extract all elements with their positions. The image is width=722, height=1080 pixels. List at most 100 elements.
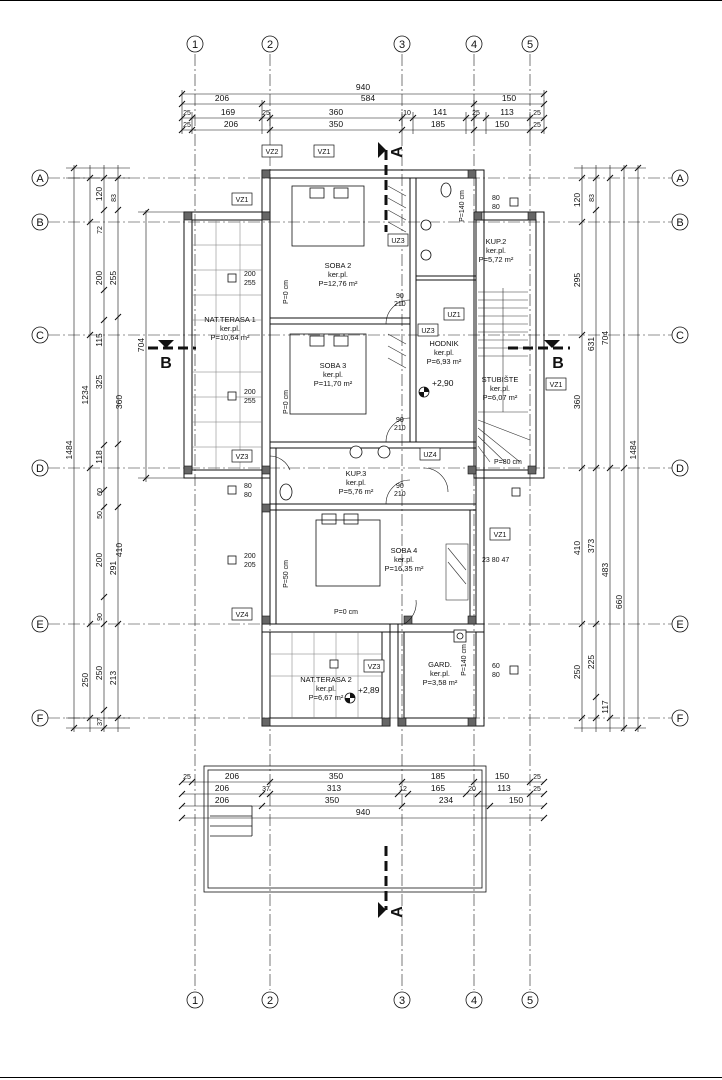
dimension-text-right: 120 83 295 360 410 373 483 250 225 117 6… <box>572 193 638 714</box>
tag-vz4: VZ4 <box>236 612 249 619</box>
dim-bot-150a: 150 <box>495 771 509 781</box>
column-block-11 <box>467 615 477 625</box>
column-block-15 <box>467 717 477 727</box>
column-block-13 <box>381 717 391 727</box>
axis-bubble-row-A-left: A <box>31 169 49 187</box>
room-gard-floor: ker.pl. <box>430 669 450 678</box>
dim-top-206: 206 <box>215 93 229 103</box>
lower-plan-outline <box>203 765 487 893</box>
section-a-top-label: A <box>389 146 406 158</box>
svg-text:B: B <box>676 217 683 229</box>
terrace-1-tiles <box>192 220 262 470</box>
axis-bubble-col-4-bottom: 4 <box>465 991 483 1009</box>
dim-top-141: 141 <box>433 107 447 117</box>
label-p50cm: P=50 cm <box>283 560 290 588</box>
sheet-bottom-border <box>0 1077 722 1078</box>
svg-text:C: C <box>676 330 684 342</box>
level-hodnik-value: +2,90 <box>432 378 454 388</box>
svg-text:D: D <box>36 463 44 475</box>
svg-text:4: 4 <box>471 39 477 51</box>
column-block-9 <box>261 503 271 513</box>
room-terasa2-name: NAT.TERASA 2 <box>300 675 352 684</box>
svg-text:F: F <box>37 713 44 725</box>
dimension-text-bottom: 25 206 350 185 150 25 206 37 313 12 165 … <box>183 771 541 817</box>
room-gard: GARD.ker.pl.P=3,58 m² <box>423 660 458 687</box>
stair-run <box>477 288 531 463</box>
dimension-ticks-bottom <box>178 778 548 822</box>
dim-left-90: 90 <box>97 613 104 621</box>
room-kup2-floor: ker.pl. <box>486 246 506 255</box>
room-soba2-floor: ker.pl. <box>328 270 348 279</box>
stair-dims: 23 80 47 <box>482 557 509 564</box>
dim-bot-20: 20 <box>468 786 476 793</box>
dim-top4-206: 206 <box>224 119 238 129</box>
door-210-kup3: 210 <box>394 491 406 498</box>
room-hodnik-name: HODNIK <box>429 339 458 348</box>
win-80-kup2b: 80 <box>492 204 500 211</box>
svg-text:5: 5 <box>527 39 533 51</box>
svg-text:A: A <box>676 173 684 185</box>
svg-text:2: 2 <box>267 995 273 1007</box>
section-b-left-label: B <box>160 355 172 372</box>
dim-right-1484: 1484 <box>628 440 638 459</box>
misc-labels: P=0 cm P=0 cm P=50 cm P=0 cm P=80 cm P=1… <box>244 190 522 679</box>
door-90-kup3: 90 <box>396 483 404 490</box>
wardrobe-hatching <box>387 185 469 601</box>
dim-left-250: 250 <box>94 666 104 680</box>
room-soba4-floor: ker.pl. <box>394 555 414 564</box>
dim-top4-185: 185 <box>431 119 445 129</box>
dim-left-250b: 250 <box>80 673 90 687</box>
room-soba3-name: SOBA 3 <box>320 361 347 370</box>
axis-bubble-row-A-right: A <box>671 169 689 187</box>
dim-right-83: 83 <box>589 194 596 202</box>
win-60-gard: 60 <box>492 663 500 670</box>
dim-right-704: 704 <box>600 331 610 345</box>
room-soba4-area: P=16,35 m² <box>385 564 424 573</box>
dim-left-704: 704 <box>136 338 146 352</box>
room-stubiste-area: P=6,07 m² <box>483 393 518 402</box>
dim-left-291: 291 <box>108 561 118 575</box>
win-255-t1b: 255 <box>244 398 256 405</box>
dim-top4-350: 350 <box>329 119 343 129</box>
dimension-lines-left <box>66 165 188 732</box>
dim-bot-165: 165 <box>431 783 445 793</box>
label-p0cm-soba4: P=0 cm <box>334 609 358 616</box>
dim-right-250: 250 <box>572 665 582 679</box>
axis-bubble-col-3-top: 3 <box>393 35 411 53</box>
tag-uz1: UZ1 <box>447 312 460 319</box>
section-b-right-label: B <box>552 355 564 372</box>
svg-text:4: 4 <box>471 995 477 1007</box>
dim-top-169: 169 <box>221 107 235 117</box>
win-80-kup2a: 80 <box>492 195 500 202</box>
door-90-soba2: 90 <box>396 293 404 300</box>
room-soba2-area: P=12,76 m² <box>319 279 358 288</box>
room-soba3-floor: ker.pl. <box>323 370 343 379</box>
svg-text:E: E <box>676 619 683 631</box>
dim-right-120: 120 <box>572 193 582 207</box>
dim-top-25a: 25 <box>183 110 191 117</box>
tag-vz1-soba4: VZ1 <box>494 532 507 539</box>
dim-left-200a: 200 <box>94 271 104 285</box>
room-hodnik-floor: ker.pl. <box>434 348 454 357</box>
room-kup3-name: KUP.3 <box>346 469 367 478</box>
dim-left-115: 115 <box>94 333 104 347</box>
dim-bot-25a: 25 <box>183 774 191 781</box>
room-soba3-area: P=11,70 m² <box>314 379 353 388</box>
dimension-ticks-right <box>578 164 642 732</box>
label-p140cm-kup2: P=140 cm <box>459 190 466 222</box>
svg-text:D: D <box>676 463 684 475</box>
dim-left-410: 410 <box>114 543 124 557</box>
dim-top4-25a: 25 <box>183 122 191 129</box>
room-kup3-area: P=5,76 m² <box>339 487 374 496</box>
level-marker-hodnik: +2,90 <box>418 378 454 398</box>
dim-left-60: 60 <box>97 488 104 496</box>
room-hodnik-area: P=6,93 m² <box>427 357 462 366</box>
dim-top4-150: 150 <box>495 119 509 129</box>
axis-bubble-col-1-bottom: 1 <box>186 991 204 1009</box>
